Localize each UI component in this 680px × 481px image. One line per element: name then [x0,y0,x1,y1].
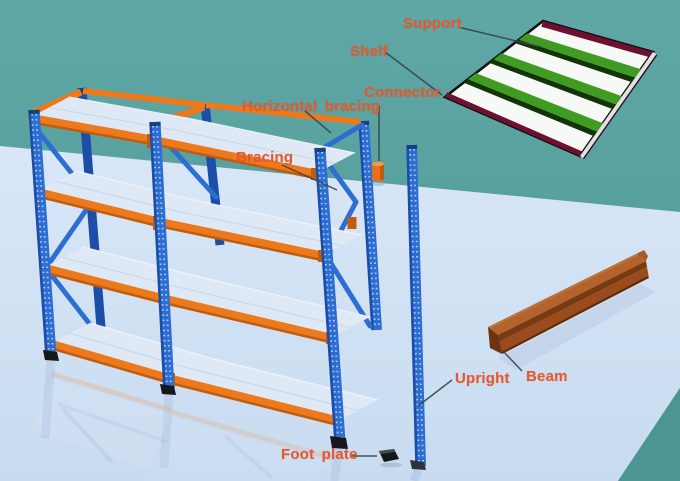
callout-support: Support [403,15,462,32]
shelf-level-2 [41,246,371,344]
leader-support [457,26,542,48]
callout-foot-plate: Foot plate [281,446,358,463]
shelf-panel-demo [442,19,658,160]
beam-demo [488,250,649,354]
storage-rack [28,87,382,449]
callout-horizontal-bracing: Horizontal bracing [242,98,381,115]
rack-front-posts [28,109,346,443]
floor-reflections [30,182,656,481]
rack-feet [43,350,348,449]
upright-demo [406,144,426,470]
foot-plate-demo [379,449,399,462]
leader-bracing [281,164,338,191]
floor-corner-cut [618,388,680,481]
leader-shelf [384,51,443,96]
rack-shelves [28,96,379,427]
leader-lines [281,26,542,457]
connector-demo [372,161,384,181]
shelf-level-1 [48,322,379,427]
leader-horizontal-bracing [304,110,332,134]
callout-bracing: Bracing [236,149,294,166]
panel-supports [463,33,641,137]
leader-beam [501,349,523,372]
callout-shelf: Shelf [350,43,388,60]
leader-upright [417,379,453,407]
callout-connector: Connector [364,84,441,101]
callout-beam: Beam [526,368,568,385]
horizontal-bracing-tube [317,122,365,153]
callout-upright: Upright [455,370,510,387]
